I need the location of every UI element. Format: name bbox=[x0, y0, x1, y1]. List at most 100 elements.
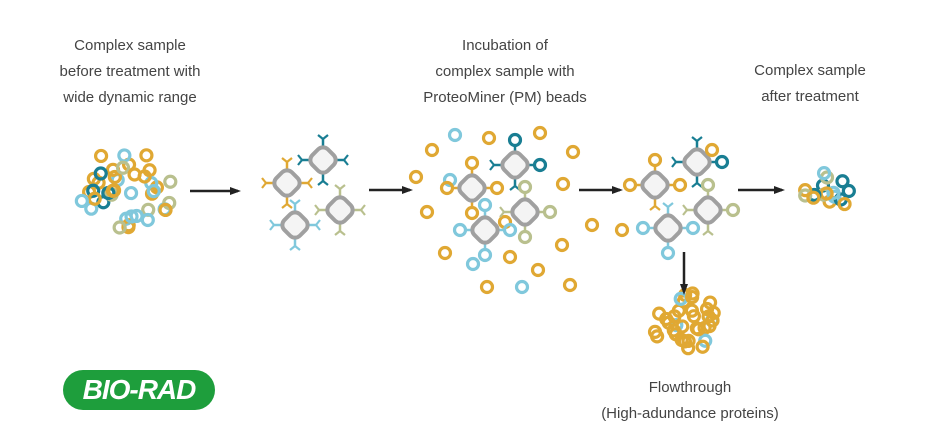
ligand-tip bbox=[261, 177, 267, 184]
logo-text: BIO-RAD bbox=[82, 374, 197, 405]
protein-ring bbox=[107, 169, 122, 185]
ligand-tip bbox=[654, 205, 661, 211]
ligand-tip bbox=[334, 230, 341, 236]
protein-ring bbox=[725, 202, 741, 218]
ligand-tip bbox=[322, 180, 329, 186]
protein-ring bbox=[650, 329, 665, 344]
protein-ring bbox=[681, 333, 696, 348]
pm-bead bbox=[280, 210, 310, 240]
protein-ring bbox=[489, 180, 505, 196]
protein-ring bbox=[93, 148, 109, 164]
protein-ring bbox=[117, 148, 132, 163]
protein-ring bbox=[158, 202, 173, 218]
pm-bead bbox=[510, 197, 540, 227]
protein-ring bbox=[452, 222, 468, 238]
arrow-head bbox=[774, 186, 785, 194]
pm-bead bbox=[308, 145, 338, 175]
protein-ring bbox=[481, 130, 497, 146]
protein-ring bbox=[835, 174, 850, 189]
pm-bead bbox=[470, 215, 500, 245]
pm-bead bbox=[640, 170, 670, 200]
protein-ring bbox=[86, 183, 101, 198]
ligand-tip bbox=[339, 184, 346, 190]
protein-ring bbox=[816, 166, 832, 181]
ligand-tip bbox=[334, 184, 341, 190]
ligand-tip bbox=[360, 209, 366, 216]
ligand-tip bbox=[307, 177, 313, 184]
protein-ring bbox=[93, 166, 108, 181]
protein-ring bbox=[695, 339, 710, 354]
ligand-tip bbox=[269, 219, 275, 226]
protein-ring bbox=[74, 193, 89, 209]
protein-ring bbox=[622, 177, 638, 193]
protein-ring bbox=[465, 256, 481, 272]
protein-ring bbox=[614, 222, 630, 238]
protein-ring bbox=[123, 185, 139, 201]
ligand-tip bbox=[671, 161, 677, 168]
protein-ring bbox=[532, 157, 548, 173]
protein-ring bbox=[530, 262, 546, 278]
protein-ring bbox=[124, 209, 139, 224]
ligand-tip bbox=[315, 224, 321, 231]
ligand-tip bbox=[261, 182, 267, 189]
protein-ring bbox=[667, 309, 682, 324]
ligand-tip bbox=[360, 204, 366, 211]
ligand-tip bbox=[707, 230, 714, 236]
arrow-head bbox=[680, 284, 688, 295]
ligand-tip bbox=[339, 230, 346, 236]
ligand-tip bbox=[294, 245, 301, 251]
ligand-tip bbox=[667, 202, 674, 208]
protein-ring bbox=[507, 132, 523, 148]
protein-ring bbox=[479, 279, 495, 295]
ligand-tip bbox=[682, 204, 688, 211]
label-incubation: Incubation of complex sample with Proteo… bbox=[423, 37, 587, 106]
ligand-tip bbox=[297, 154, 303, 161]
protein-ring bbox=[562, 277, 578, 293]
protein-ring bbox=[140, 212, 155, 228]
arrow-head bbox=[612, 186, 623, 194]
protein-ring bbox=[464, 155, 480, 171]
ligand-tip bbox=[297, 159, 303, 166]
ligand-tip bbox=[317, 180, 324, 186]
protein-ring bbox=[700, 177, 716, 193]
pm-bead bbox=[693, 195, 723, 225]
protein-ring bbox=[554, 237, 570, 253]
pm-bead bbox=[457, 173, 487, 203]
protein-ring bbox=[146, 184, 161, 199]
ligand-tip bbox=[314, 209, 320, 216]
ligand-tip bbox=[649, 205, 656, 211]
ligand-tip bbox=[286, 157, 293, 163]
ligand-tip bbox=[343, 154, 349, 161]
label-after-treatment: Complex sample after treatment bbox=[754, 62, 866, 105]
protein-ring bbox=[635, 220, 651, 236]
ligand-tip bbox=[691, 136, 698, 142]
ligand-tip bbox=[696, 136, 703, 142]
protein-ring bbox=[87, 191, 102, 206]
arrow-head bbox=[230, 187, 241, 195]
protein-ring bbox=[841, 183, 856, 199]
protein-ring bbox=[517, 179, 533, 195]
ligand-tip bbox=[307, 182, 313, 189]
protein-ring bbox=[502, 222, 518, 238]
ligand-tip bbox=[509, 185, 516, 191]
ligand-tip bbox=[281, 203, 288, 209]
ligand-tip bbox=[315, 219, 321, 226]
protein-ring bbox=[672, 177, 688, 193]
protein-ring bbox=[442, 172, 458, 188]
ligand-tip bbox=[662, 202, 669, 208]
ligand-tip bbox=[289, 199, 296, 205]
ligand-tip bbox=[499, 211, 505, 218]
label-flowthrough: Flowthrough (High-adundance proteins) bbox=[601, 379, 779, 422]
protein-ring bbox=[419, 204, 435, 220]
protein-ring bbox=[139, 148, 154, 163]
protein-ring bbox=[502, 249, 518, 265]
pm-bead bbox=[272, 168, 302, 198]
protein-ring bbox=[686, 309, 702, 324]
protein-ring bbox=[674, 332, 689, 348]
protein-ring bbox=[806, 190, 821, 205]
protein-ring bbox=[691, 322, 706, 337]
ligand-tip bbox=[289, 245, 296, 251]
label-before-treatment: Complex sample before treatment with wid… bbox=[59, 37, 201, 106]
ligand-tip bbox=[286, 203, 293, 209]
